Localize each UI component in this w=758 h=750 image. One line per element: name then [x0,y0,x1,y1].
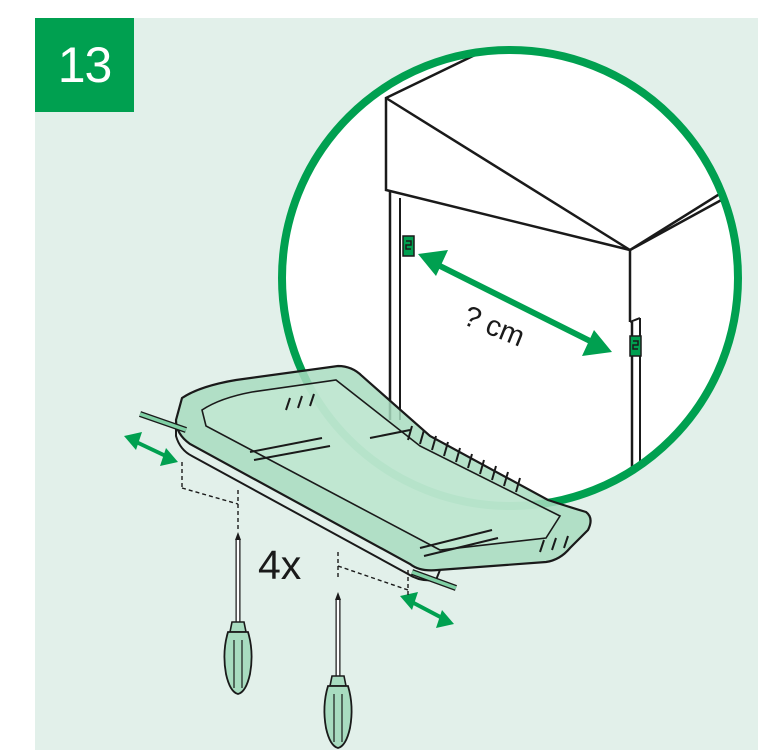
screw-guide-lines [181,462,409,596]
shelf-pin [410,569,458,591]
double-arrow-icon [124,432,178,466]
shelf-pin [139,411,187,433]
screwdriver-icon [323,592,353,749]
double-arrow-icon [400,592,454,628]
shelf-tray [139,364,592,591]
mounting-bracket-icon [402,235,415,257]
screwdriver-icon [223,532,253,695]
mounting-bracket-icon [629,335,642,357]
measurement-arrow [418,250,612,356]
quantity-label: 4x [258,542,302,588]
step-number-badge: 13 [35,18,134,112]
